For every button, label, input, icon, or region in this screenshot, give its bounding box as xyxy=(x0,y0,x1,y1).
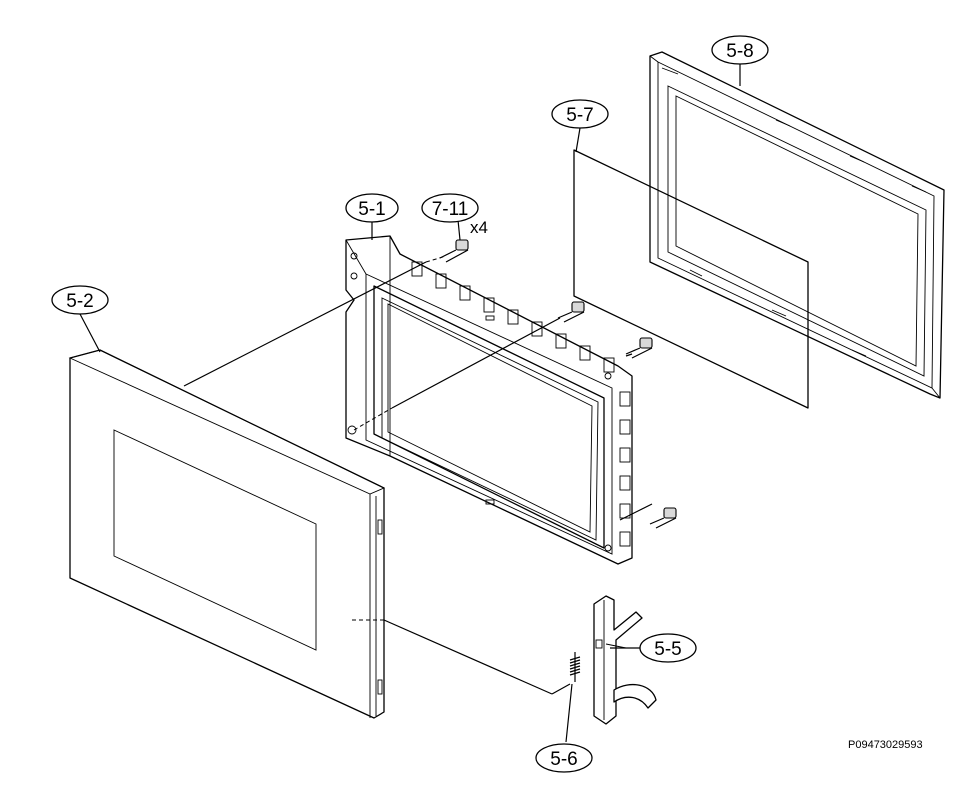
screw-group xyxy=(439,239,677,529)
part-door-frame xyxy=(345,235,633,565)
screw-quantity-text: x4 xyxy=(470,218,488,237)
callout-5-6-text: 5-6 xyxy=(550,749,577,770)
part-door-panel xyxy=(68,349,386,719)
callout-5-1: 5-1 xyxy=(345,193,399,223)
callout-5-5: 5-5 xyxy=(639,633,697,663)
callout-7-11-text: 7-11 xyxy=(432,199,469,220)
callout-5-8: 5-8 xyxy=(711,35,769,65)
screw-2 xyxy=(557,301,585,323)
callout-5-7: 5-7 xyxy=(551,99,609,129)
screw-3 xyxy=(625,337,653,359)
callout-5-5-text: 5-5 xyxy=(654,639,681,660)
screw-4 xyxy=(649,507,677,529)
callout-5-2: 5-2 xyxy=(51,285,109,315)
diagram-reference-code: P09473029593 xyxy=(848,739,923,751)
leader-lines xyxy=(79,64,741,743)
part-latch-hook xyxy=(593,595,657,725)
callout-5-1-text: 5-1 xyxy=(358,199,385,220)
callout-5-7-text: 5-7 xyxy=(566,105,593,126)
callout-5-8-text: 5-8 xyxy=(726,41,753,62)
part-glass-sheet xyxy=(573,149,809,409)
part-latch-spring xyxy=(569,652,581,682)
callout-7-11: 7-11 x4 xyxy=(421,193,488,237)
callout-5-6: 5-6 xyxy=(535,743,593,773)
part-choke-cover xyxy=(649,51,945,399)
screw-1 xyxy=(439,239,469,263)
callout-5-2-text: 5-2 xyxy=(66,291,93,312)
